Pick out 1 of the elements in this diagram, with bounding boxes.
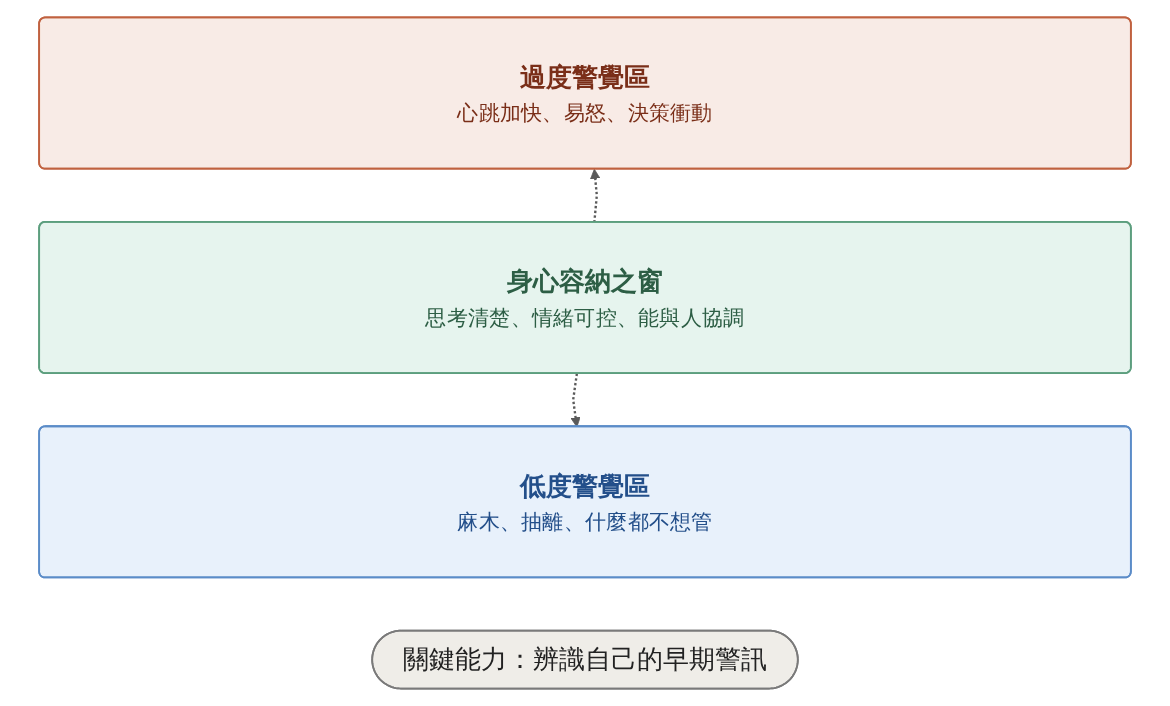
arrow — [570, 373, 581, 428]
